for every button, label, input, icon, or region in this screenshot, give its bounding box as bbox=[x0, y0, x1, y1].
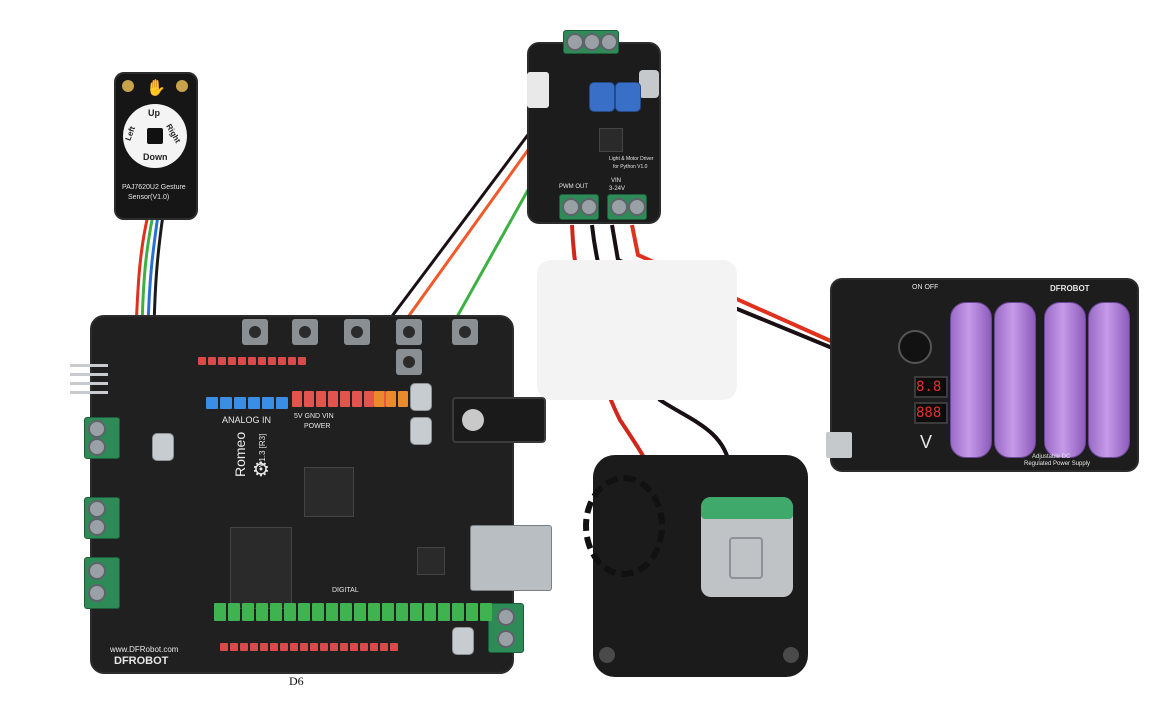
power-section-label: POWER bbox=[304, 423, 331, 430]
capacitor bbox=[410, 417, 432, 445]
motor2-screw-terminal[interactable] bbox=[84, 557, 120, 609]
mount-hole-icon bbox=[599, 647, 615, 663]
mount-hole-icon bbox=[122, 80, 134, 92]
sensor-cable-green bbox=[140, 214, 155, 331]
capacitor bbox=[152, 433, 174, 461]
direction-up-label: Up bbox=[148, 108, 160, 118]
sensor-model-line1: PAJ7620U2 Gesture bbox=[122, 184, 186, 191]
psu-brand-label: DFROBOT bbox=[1050, 284, 1090, 293]
board-push-button[interactable] bbox=[242, 319, 268, 345]
driver-header-connector bbox=[527, 72, 549, 108]
i2c-pin-header bbox=[70, 360, 110, 396]
dc-fan-motor bbox=[583, 455, 808, 677]
board-push-button[interactable] bbox=[344, 319, 370, 345]
background-panel bbox=[537, 260, 737, 400]
light-motor-driver-board: Light & Motor Driver for Python V1.0 PWM… bbox=[527, 30, 661, 224]
capacitor bbox=[410, 383, 432, 411]
sensor-cable-red bbox=[134, 214, 150, 331]
current-display: 888 bbox=[914, 402, 948, 424]
website-label: www.DFRobot.com bbox=[110, 645, 179, 654]
battery-cell bbox=[994, 302, 1036, 458]
power-header bbox=[292, 391, 386, 407]
usb-ic bbox=[417, 547, 445, 575]
motor-driver-ic bbox=[230, 527, 292, 609]
usb-c-port[interactable] bbox=[639, 70, 659, 98]
gesture-sensor-module: ✋ Up Right Down Left PAJ7620U2 Gesture S… bbox=[114, 72, 198, 220]
dc-barrel-jack[interactable] bbox=[452, 397, 546, 443]
vin-terminal[interactable] bbox=[607, 194, 647, 220]
motor-cap bbox=[701, 497, 793, 519]
board-push-button[interactable] bbox=[292, 319, 318, 345]
left-screw-terminal[interactable] bbox=[84, 417, 120, 459]
current-display-value: 888 bbox=[916, 405, 942, 421]
direction-right-label: Right bbox=[164, 122, 183, 145]
usb-a-port[interactable] bbox=[826, 432, 852, 458]
motor-body bbox=[701, 497, 793, 597]
voltage-display: 8.8 bbox=[914, 376, 948, 398]
gesture-direction-dial: Up Right Down Left bbox=[123, 104, 187, 168]
driver-chip bbox=[599, 128, 623, 152]
hand-gesture-icon: ✋ bbox=[146, 80, 166, 97]
capacitor bbox=[589, 82, 615, 112]
brand-label: DFROBOT bbox=[114, 655, 169, 667]
driver-label-line1: Light & Motor Driver bbox=[609, 156, 654, 162]
board-push-button[interactable] bbox=[396, 349, 422, 375]
sensor-window bbox=[147, 128, 163, 144]
romeo-controller-board: ANALOG IN 5V GND VIN POWER ⚙ Romeo V1.3 … bbox=[84, 315, 552, 674]
pwm-out-terminal[interactable] bbox=[559, 194, 599, 220]
driver-input-terminal[interactable] bbox=[563, 30, 619, 54]
romeo-version: V1.3 [R3] bbox=[258, 433, 267, 467]
right-screw-terminal[interactable] bbox=[488, 603, 524, 653]
adjust-knob[interactable] bbox=[898, 330, 932, 364]
vin-label: VIN bbox=[611, 178, 622, 184]
board-push-button[interactable] bbox=[452, 319, 478, 345]
vin-wire-red bbox=[630, 224, 843, 348]
capacitor bbox=[452, 627, 474, 655]
psu-label-line2: Regulated Power Supply bbox=[1024, 461, 1091, 467]
dfrobot-gear-icon: ⚙ bbox=[252, 459, 270, 481]
regulated-power-supply: ON OFF DFROBOT 8.8 888 V Adjustable DC R… bbox=[826, 278, 1139, 472]
direction-left-label: Left bbox=[123, 125, 138, 142]
fan-gear-ring bbox=[583, 475, 665, 577]
driver-label-line2: for Python V1.0 bbox=[613, 164, 648, 170]
analog-header-red bbox=[198, 357, 306, 365]
d6-pin-label: D6 bbox=[289, 674, 304, 688]
board-push-button[interactable] bbox=[396, 319, 422, 345]
sensor-cable-blue bbox=[146, 214, 160, 331]
direction-down-label: Down bbox=[143, 152, 168, 162]
battery-cell bbox=[950, 302, 992, 458]
sensor-model-line2: Sensor(V1.0) bbox=[128, 194, 170, 201]
capacitor bbox=[615, 82, 641, 112]
digital-header-red bbox=[220, 643, 398, 651]
battery-cell bbox=[1088, 302, 1130, 458]
psu-unit-label: V bbox=[920, 432, 933, 452]
microcontroller-chip bbox=[304, 467, 354, 517]
mount-hole-icon bbox=[176, 80, 188, 92]
battery-cell bbox=[1044, 302, 1086, 458]
vin-range-label: 3-24V bbox=[609, 186, 626, 192]
analog-header-blue bbox=[206, 397, 288, 409]
romeo-name: Romeo bbox=[232, 431, 248, 477]
psu-label-line1: Adjustable DC bbox=[1032, 454, 1071, 460]
usb-b-port[interactable] bbox=[470, 525, 552, 591]
voltage-display-value: 8.8 bbox=[916, 379, 942, 395]
motor1-screw-terminal[interactable] bbox=[84, 497, 120, 539]
analog-in-label: ANALOG IN bbox=[222, 415, 272, 425]
digital-section-label: DIGITAL bbox=[332, 587, 359, 594]
psu-on-off-label: ON OFF bbox=[912, 284, 939, 291]
digital-header-green bbox=[214, 603, 492, 621]
sensor-cable-black bbox=[152, 214, 165, 331]
orange-header bbox=[374, 391, 408, 407]
power-pins-label: 5V GND VIN bbox=[294, 413, 334, 420]
pwm-out-label: PWM OUT bbox=[559, 184, 588, 190]
mount-hole-icon bbox=[783, 647, 799, 663]
